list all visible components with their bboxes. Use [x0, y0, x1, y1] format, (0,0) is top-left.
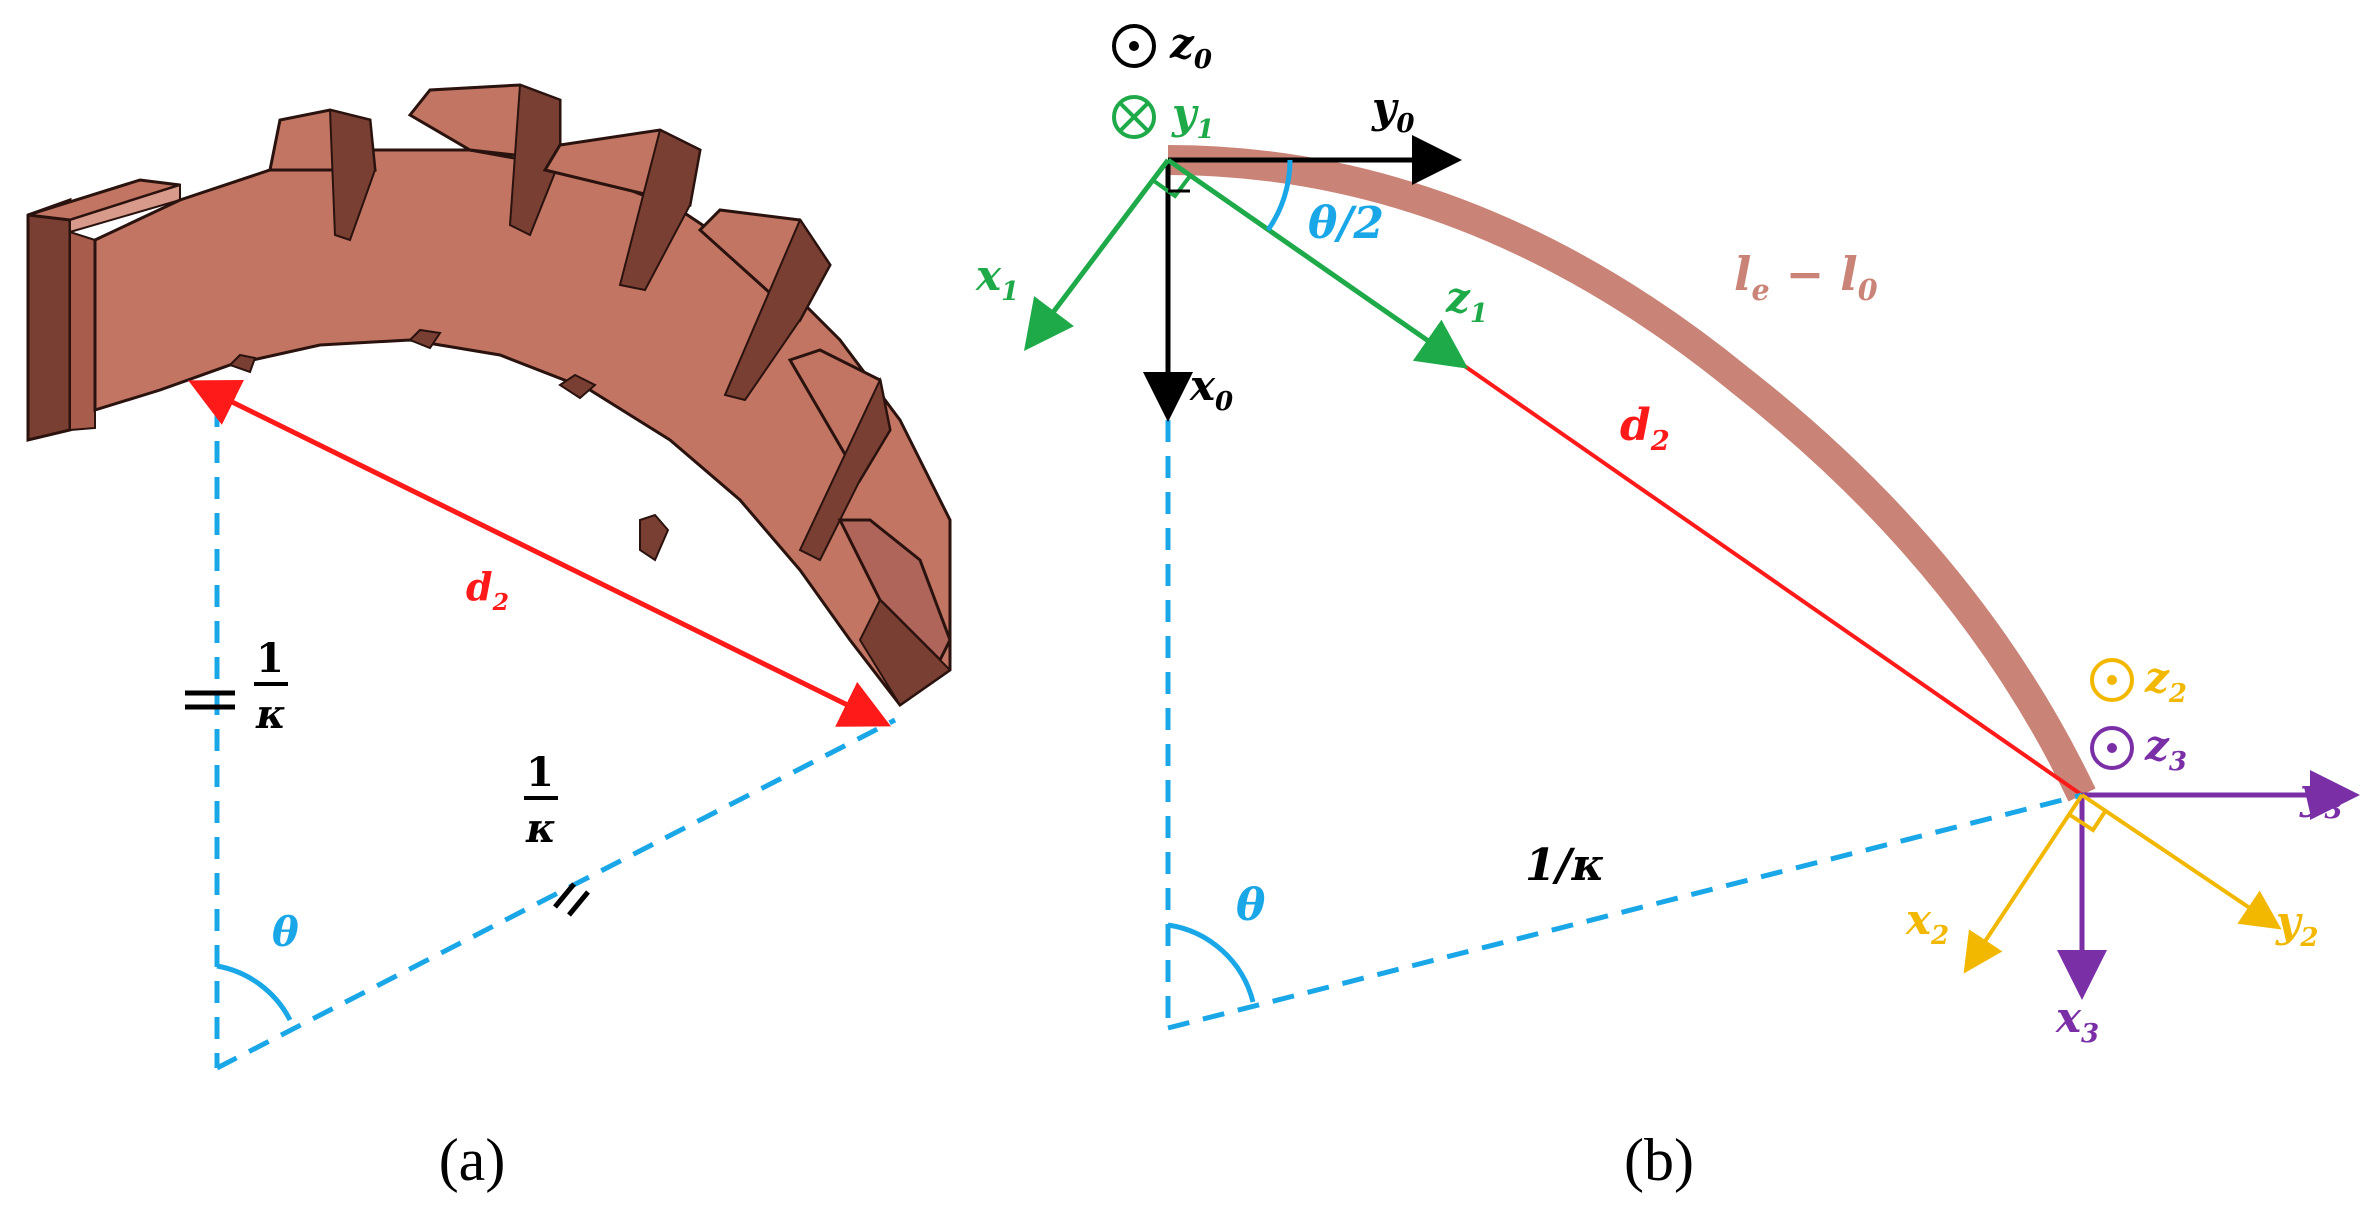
d2-chord-arrow — [188, 379, 891, 727]
theta-label-b: θ — [1236, 880, 1266, 931]
inverse-kappa-label-b: 1/κ — [1525, 840, 1605, 891]
x0-label: x0 — [1189, 361, 1233, 417]
z3-label: z3 — [2144, 721, 2187, 777]
y0-label: y0 — [1371, 83, 1415, 139]
radius-diagonal-line-b — [1167, 792, 2083, 1031]
theta-angle-arc — [216, 963, 293, 1022]
svg-text:κ: κ — [255, 691, 286, 738]
z0-out-of-page-icon — [1112, 24, 1156, 68]
x1-label: x1 — [975, 251, 1019, 307]
y3-label: y3 — [2299, 769, 2343, 825]
half-theta-angle-arc — [1265, 159, 1293, 232]
equal-tick-diagonal-icon — [553, 882, 590, 917]
y1-into-page-icon — [1112, 95, 1156, 139]
gear-segment-icon — [26, 83, 952, 708]
arc-segment — [1167, 145, 2096, 802]
right-angle-marker-2 — [2068, 808, 2108, 833]
svg-text:1: 1 — [526, 749, 554, 796]
caption-a: (a) — [439, 1127, 506, 1193]
theta-angle-arc-b — [1167, 922, 1256, 1003]
d2-label-b: d2 — [1620, 400, 1670, 457]
inverse-kappa-diagonal-label: 1 κ — [524, 749, 558, 852]
equal-tick-vertical-icon — [185, 690, 235, 710]
y2-label: y2 — [2275, 897, 2319, 953]
y1-label: y1 — [1171, 89, 1215, 145]
half-theta-label: θ/2 — [1308, 198, 1384, 249]
z2-out-of-page-icon — [2090, 658, 2134, 702]
panel-a: d2 1 κ 1 κ θ (a) — [26, 83, 952, 1193]
right-angle-marker-1 — [1152, 174, 1192, 199]
radius-diagonal-line — [215, 717, 897, 1071]
z2-label: z2 — [2144, 653, 2187, 709]
x3-label: x3 — [2055, 993, 2099, 1049]
svg-text:1: 1 — [256, 635, 284, 682]
y2-axis-arrow — [2080, 793, 2282, 930]
z0-label: z0 — [1169, 19, 1212, 75]
panel-b: z0 y1 y0 x1 z1 x0 θ/2 le − l0 d2 1/κ θ z… — [975, 19, 2360, 1193]
x2-label: x2 — [1905, 895, 1949, 951]
arc-length-label: le − l0 — [1734, 247, 1878, 307]
x2-axis-arrow — [1963, 793, 2084, 974]
d2-label: d2 — [466, 564, 509, 616]
svg-text:κ: κ — [525, 805, 556, 852]
theta-label-a: θ — [272, 909, 299, 956]
inverse-kappa-vertical-label: 1 κ — [254, 635, 288, 738]
x1-axis-arrow — [1023, 158, 1170, 351]
z3-out-of-page-icon — [2090, 726, 2134, 770]
caption-b: (b) — [1624, 1127, 1694, 1193]
z1-axis-arrow — [1166, 157, 1469, 369]
z1-label: z1 — [1445, 273, 1488, 329]
